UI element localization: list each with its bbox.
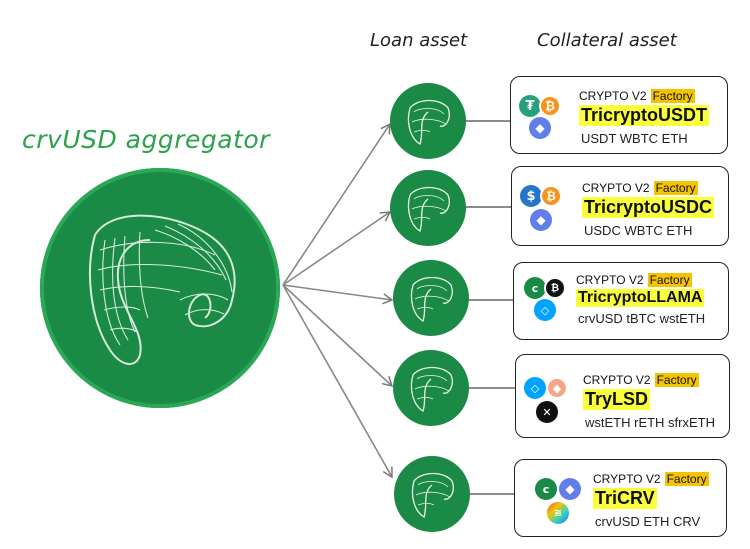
collateral-asset-header: Collateral asset — [537, 30, 677, 51]
pool-coins: crvUSD tBTC wstETH — [578, 311, 706, 326]
bitcoin-icon: ₿ — [539, 95, 561, 117]
tbtc-icon: ₿ — [544, 277, 566, 299]
reth-icon: ◆ — [546, 377, 568, 399]
factory-badge: Factory — [664, 472, 709, 486]
wsteth-icon: ◇ — [524, 377, 546, 399]
crvusd-icon: c — [535, 478, 557, 500]
crvusd-loan-logo-5 — [394, 456, 470, 532]
tether-icon: ₮ — [519, 95, 541, 117]
arrow-5 — [282, 284, 393, 479]
crvusd-loan-logo-2 — [390, 170, 466, 246]
pool-type: CRYPTO V2 — [593, 472, 661, 486]
pool-coins: USDC WBTC ETH — [584, 223, 693, 238]
pool-name: TricryptoUSDT — [579, 105, 710, 126]
loan-asset-header: Loan asset — [370, 30, 468, 51]
crvusd-loan-logo-1 — [390, 83, 466, 159]
pool-coins: crvUSD ETH CRV — [595, 514, 701, 529]
pool-name: TriCRV — [593, 488, 657, 509]
factory-badge: Factory — [647, 273, 692, 287]
crvusd-loan-logo-4 — [393, 350, 469, 426]
bitcoin-icon: ₿ — [540, 185, 562, 207]
usdc-icon: $ — [520, 185, 542, 207]
pool-type: CRYPTO V2 — [579, 89, 647, 103]
arrow-3 — [282, 284, 394, 305]
pool-name: TricryptoLLAMA — [576, 289, 705, 307]
ethereum-icon: ◆ — [530, 209, 552, 231]
wsteth-icon: ◇ — [534, 299, 556, 321]
crvusd-aggregator-logo — [40, 168, 280, 408]
factory-badge: Factory — [650, 89, 695, 103]
loan-asset-logos — [390, 83, 470, 532]
diagram-title: crvUSD aggregator — [22, 125, 270, 154]
pool-name: TricryptoUSDC — [582, 197, 715, 218]
ethereum-icon: ◆ — [529, 117, 551, 139]
arrow-4 — [282, 284, 394, 388]
pool-type: CRYPTO V2 — [576, 273, 644, 287]
connectors — [466, 120, 516, 495]
sfrxeth-icon: ✕ — [536, 401, 558, 423]
crvusd-loan-logo-3 — [393, 260, 469, 336]
pool-name: TryLSD — [583, 389, 651, 410]
crvusd-icon: c — [524, 277, 546, 299]
pool-type: CRYPTO V2 — [582, 181, 650, 195]
factory-badge: Factory — [654, 373, 699, 387]
ethereum-icon: ◆ — [559, 478, 581, 500]
factory-badge: Factory — [653, 181, 698, 195]
arrow-2 — [282, 211, 392, 286]
arrows — [282, 122, 394, 479]
arrow-1 — [282, 122, 391, 286]
crv-icon: ≋ — [547, 502, 569, 524]
pool-coins: USDT WBTC ETH — [581, 131, 688, 146]
pool-type: CRYPTO V2 — [583, 373, 651, 387]
pool-coins: wstETH rETH sfrxETH — [585, 415, 715, 430]
